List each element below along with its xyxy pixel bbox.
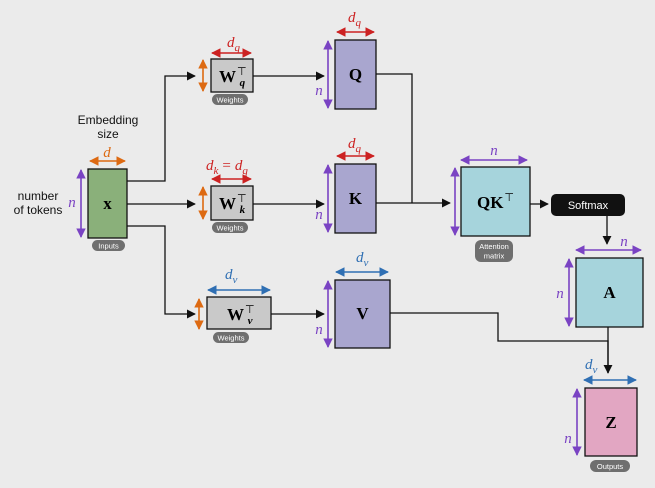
q-node: dq n Q (315, 10, 377, 110)
q-to-qk-connector (376, 73, 413, 203)
wq-node: dq W⊤q Weights (198, 35, 254, 105)
outputs-tag (590, 460, 630, 472)
weights-tag-q (212, 94, 248, 105)
a-node: n n A (556, 234, 644, 328)
wq-width-dim-label: dq (227, 35, 241, 54)
softmax-box (551, 194, 625, 216)
weights-tag-q-label: Weights (217, 96, 244, 105)
weights-tag-k-label: Weights (217, 224, 244, 233)
qk-width-dim-label: n (490, 143, 498, 159)
v-box (334, 279, 391, 349)
qk-node: n QK⊤ Attention matrix (450, 143, 531, 262)
z-width-dim-label: dv (585, 357, 598, 376)
v-node: dv n V (315, 250, 391, 349)
z-box-label: Z (605, 413, 616, 432)
number-of-tokens-label: number (18, 189, 59, 203)
x-box (87, 168, 128, 239)
v-to-z-connector (390, 312, 613, 374)
q-height-dim-label: n (315, 83, 323, 99)
qk-box (460, 166, 531, 237)
wk-node: dk=dq W⊤k Weights (198, 158, 254, 233)
a-height-dim-label: n (556, 286, 564, 302)
k-node: dq n K (315, 136, 377, 234)
inputs-tag (92, 240, 125, 251)
embedding-size-label: Embedding (78, 113, 139, 127)
k-box-label: K (349, 189, 363, 208)
v-height-dim-label: n (315, 322, 323, 338)
a-width-dim-label: n (620, 234, 628, 250)
k-box (334, 163, 377, 234)
weights-tag-k (212, 222, 248, 233)
number-of-tokens-label-2: of tokens (14, 203, 63, 217)
attention-matrix-tag-line1: Attention (479, 242, 509, 251)
x-box-label: x (103, 194, 112, 213)
z-node: dv n Z Outputs (564, 357, 638, 472)
inputs-tag-label: Inputs (98, 242, 119, 251)
wv-box-label: W⊤v (227, 304, 255, 327)
qk-box-label: QK⊤ (477, 192, 514, 212)
weights-tag-v (213, 332, 249, 343)
k-width-dim-label: dq (348, 136, 362, 155)
weights-tag-v-label: Weights (218, 334, 245, 343)
wq-box-label: W⊤q (219, 66, 247, 89)
wv-node: dv W⊤v Weights (194, 267, 272, 343)
x-to-wq-connector (127, 71, 196, 182)
x-to-wv-connector (127, 225, 196, 319)
q-box (334, 39, 377, 110)
q-box-label: Q (349, 65, 362, 84)
a-box (575, 257, 644, 328)
wk-box (210, 185, 254, 221)
input-x-node: d n x Inputs (68, 145, 128, 251)
a-box-label: A (603, 283, 616, 302)
wv-width-dim-label: dv (225, 267, 238, 286)
v-box-label: V (356, 304, 369, 323)
outputs-tag-label: Outputs (597, 462, 624, 471)
wq-box (210, 58, 254, 93)
k-height-dim-label: n (315, 207, 323, 223)
z-height-dim-label: n (564, 431, 572, 447)
z-box (584, 387, 638, 457)
wv-box (206, 296, 272, 330)
q-width-dim-label: dq (348, 10, 362, 29)
wk-width-dim-label: dk=dq (206, 158, 248, 177)
attention-matrix-tag-line2: matrix (484, 252, 505, 261)
embedding-size-label-2: size (97, 127, 119, 141)
x-width-dim-label: d (103, 145, 111, 161)
softmax-label: Softmax (568, 200, 609, 212)
x-height-dim-label: n (68, 195, 76, 211)
softmax-node: Softmax (551, 194, 625, 216)
attention-matrix-tag (475, 240, 513, 262)
wk-box-label: W⊤k (219, 193, 247, 216)
v-width-dim-label: dv (356, 250, 369, 269)
